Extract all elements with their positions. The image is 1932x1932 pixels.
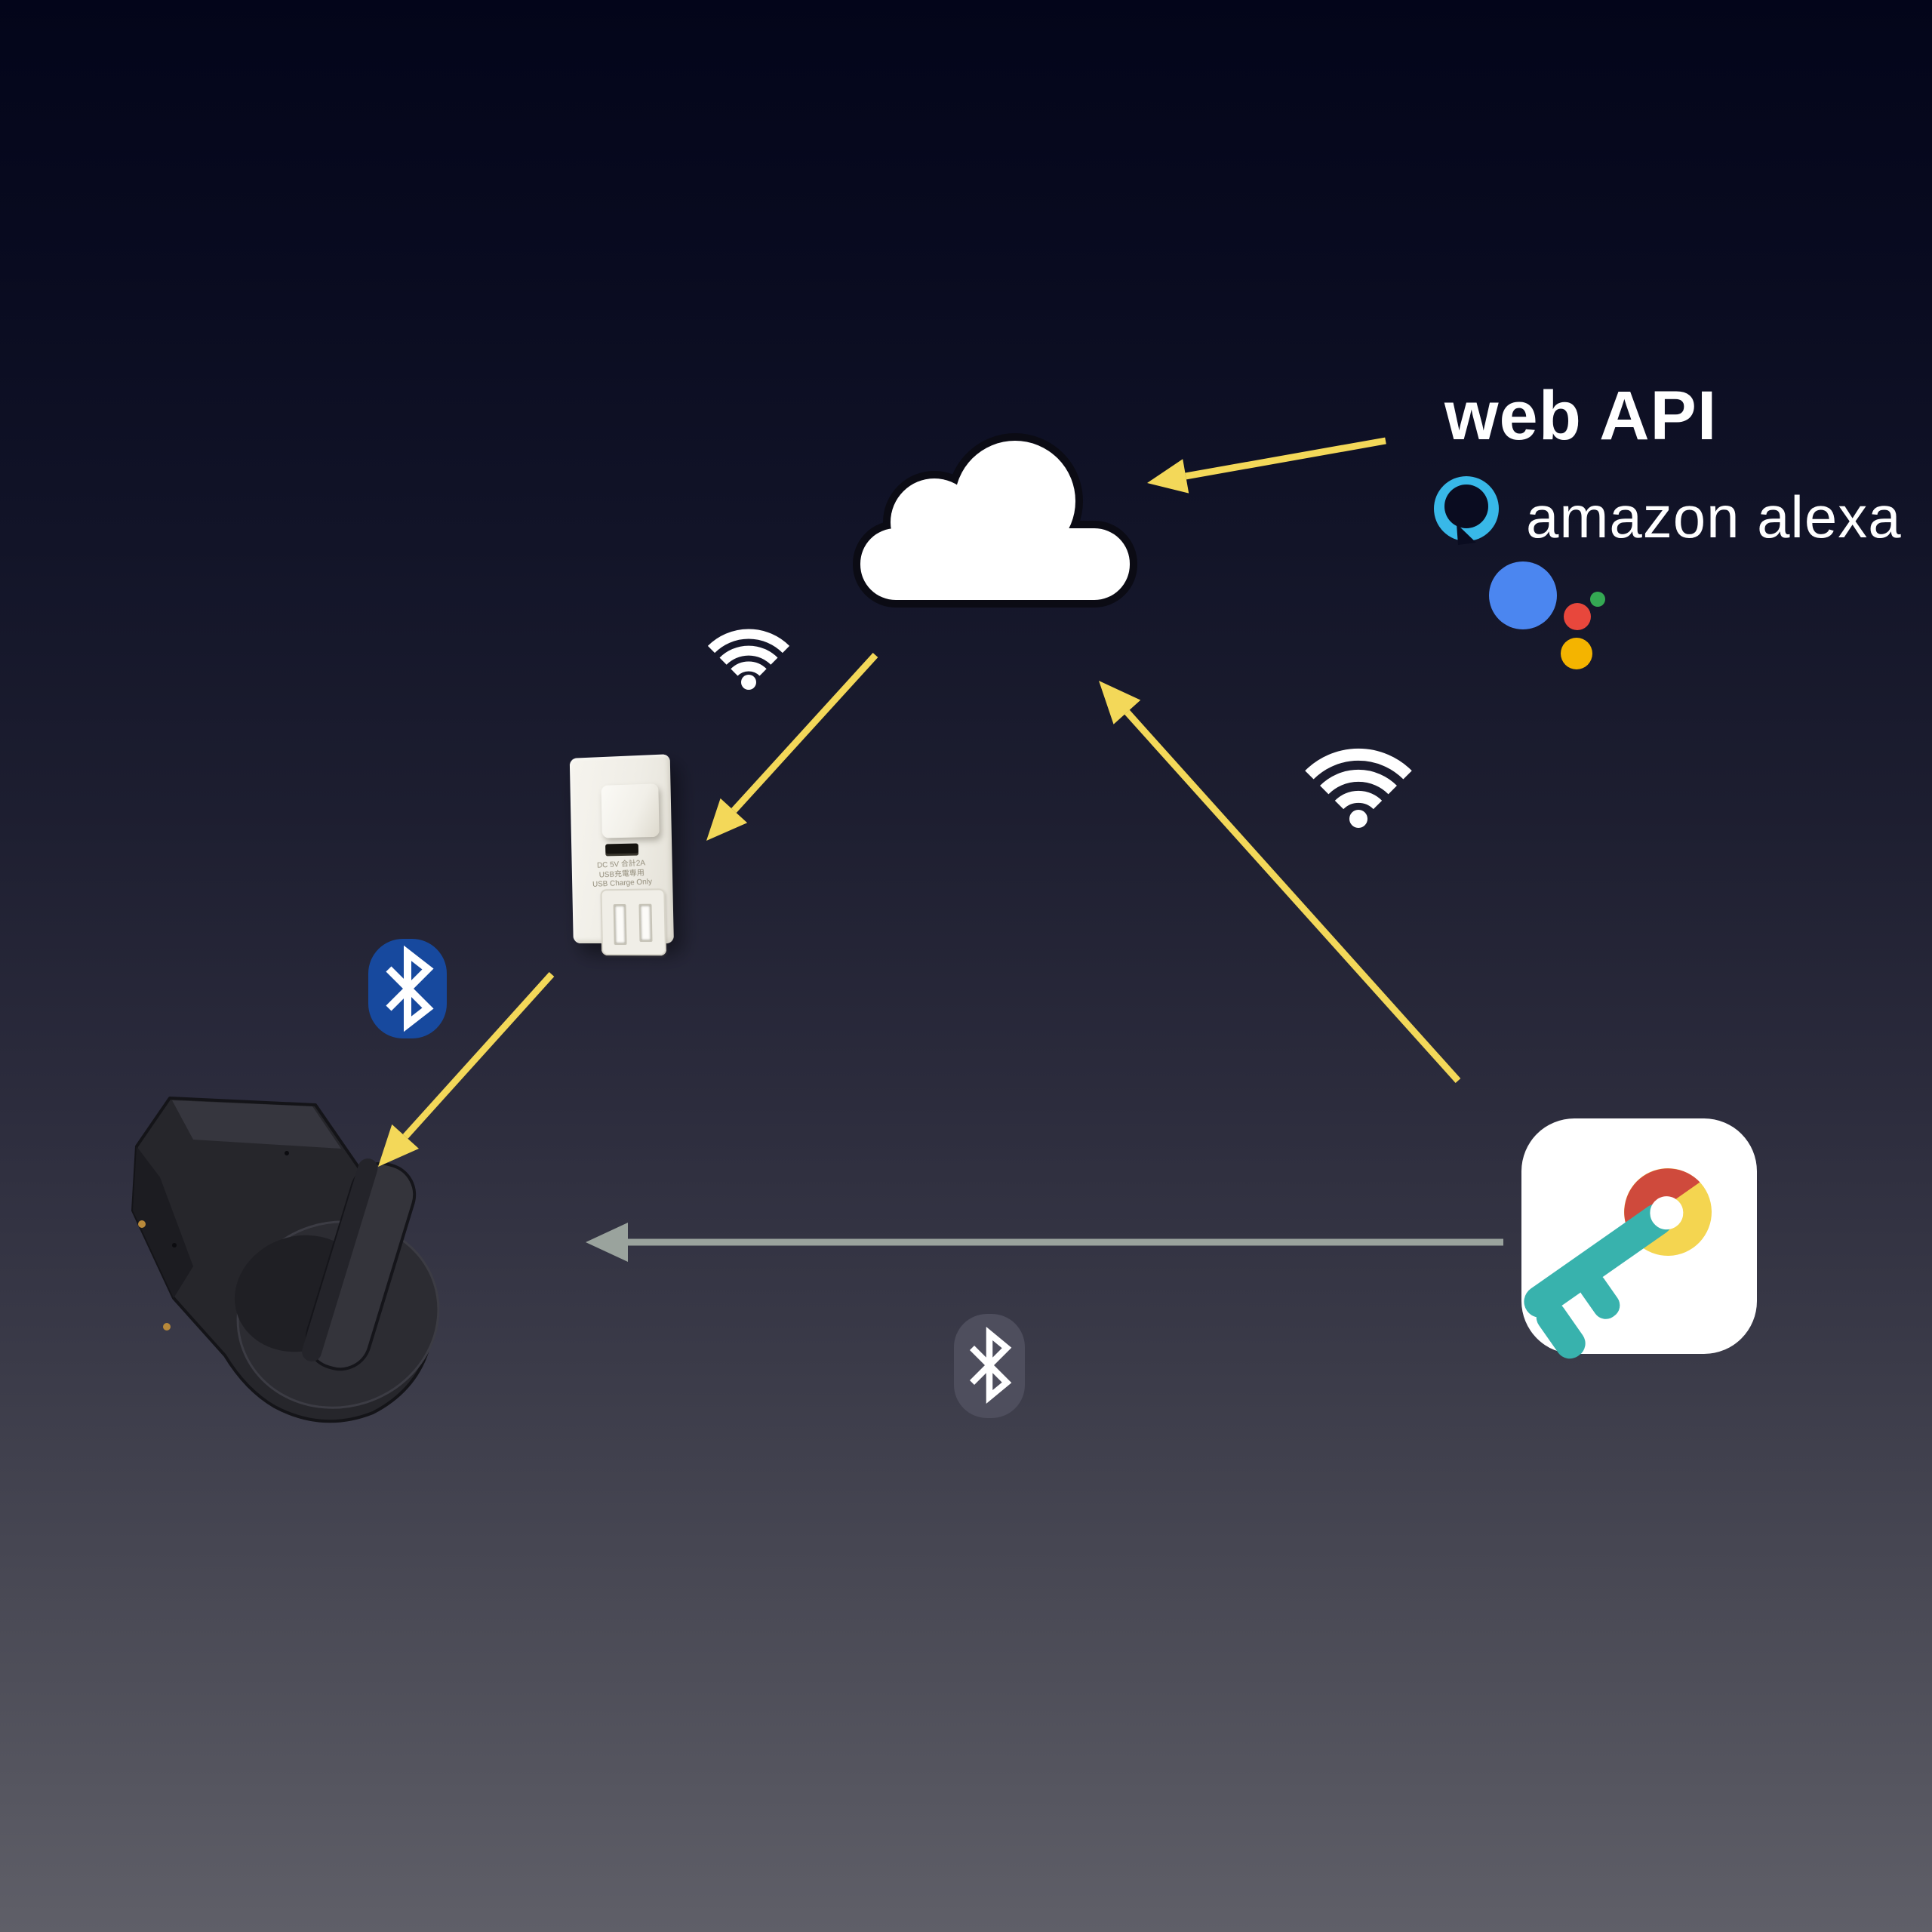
wifi-hub-outlet-photo: DC 5V 合計2A USB充電専用 USB Charge Only xyxy=(569,754,674,956)
outlet-caption: DC 5V 合計2A USB充電専用 USB Charge Only xyxy=(571,857,673,891)
lock-thumbturn xyxy=(302,1158,417,1371)
arrow-keyapp-to-cloud xyxy=(1099,681,1461,1084)
key-app-icon xyxy=(1521,1118,1757,1359)
connection-arrows xyxy=(378,437,1503,1262)
arrow-keyapp-to-lock xyxy=(586,1223,1503,1262)
wifi-icon xyxy=(707,629,790,690)
google-assistant-logo xyxy=(1489,561,1605,669)
usb-charger-cube xyxy=(601,783,660,838)
arrow-webapi-to-cloud xyxy=(1147,437,1386,494)
wifi-icon xyxy=(1305,748,1412,828)
smart-lock-photo xyxy=(131,1097,440,1423)
cloud-icon xyxy=(853,433,1137,608)
usb-port xyxy=(605,843,639,857)
amazon-alexa-logo xyxy=(1434,476,1499,545)
arrow-cloud-to-outlet xyxy=(706,652,878,841)
outlet-socket xyxy=(600,888,667,956)
bluetooth-icon xyxy=(954,1314,1025,1418)
amazon-alexa-label: amazon alexa xyxy=(1526,484,1902,550)
web-api-label: web API xyxy=(1444,377,1718,454)
bluetooth-icon xyxy=(368,939,447,1038)
arrow-outlet-to-lock xyxy=(378,971,555,1167)
socket-slot xyxy=(638,903,653,943)
socket-slot xyxy=(613,903,627,946)
